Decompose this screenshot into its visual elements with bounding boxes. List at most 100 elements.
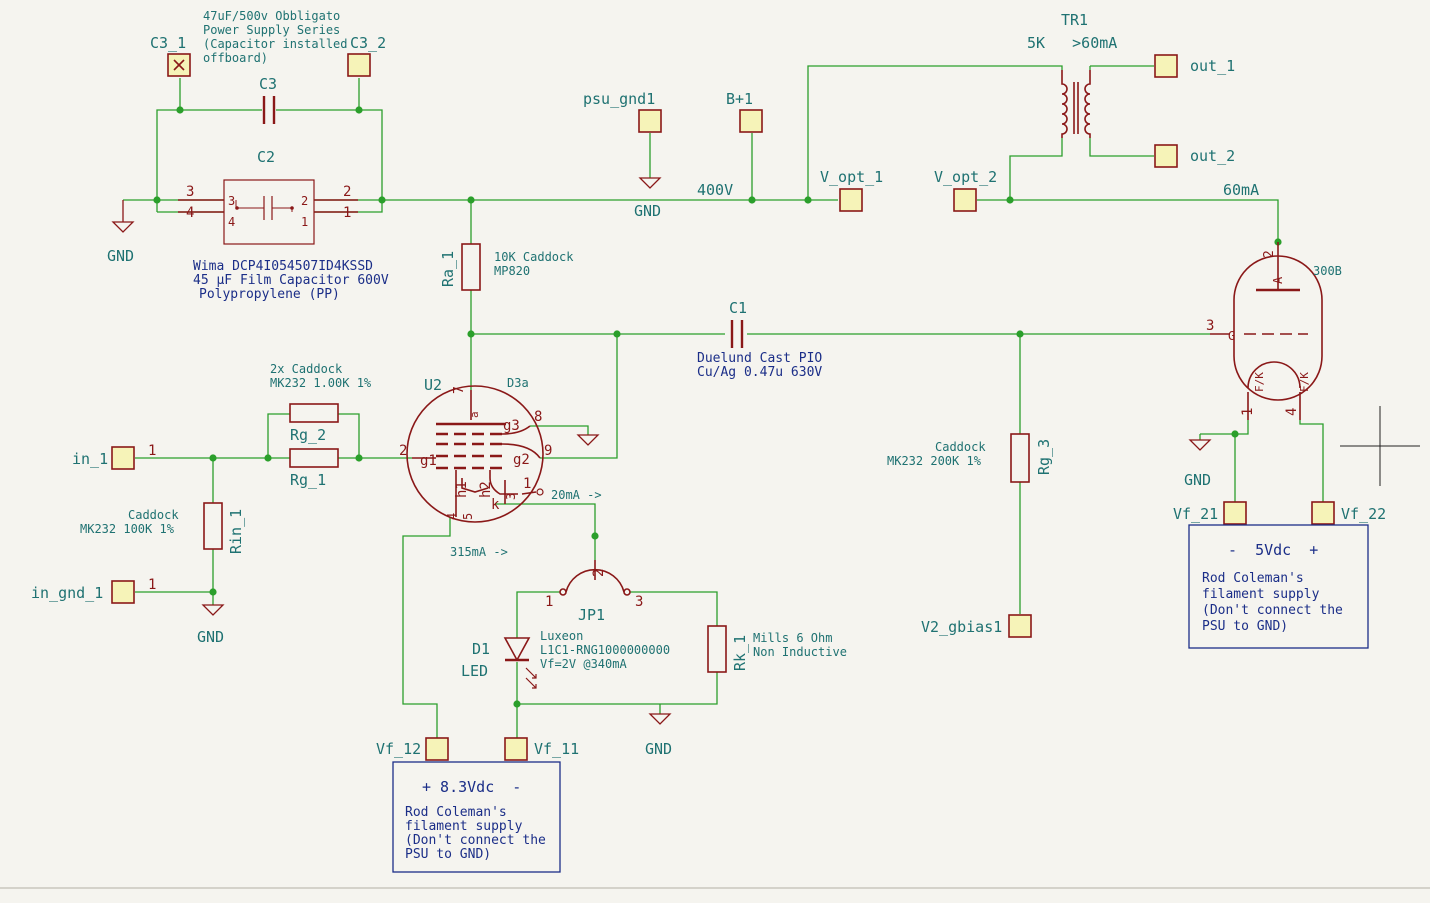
svg-text:MK232 200K 1%: MK232 200K 1% [887, 454, 982, 468]
component-ref: Ra_1 [439, 251, 457, 287]
tube-300b[interactable]: 300B 2 A 3 G 1 4 F/K F/K [1206, 242, 1342, 420]
connector-vf-12[interactable]: Vf_12 [376, 737, 449, 761]
connector-label: in_1 [72, 450, 108, 468]
svg-text:1: 1 [523, 476, 531, 492]
svg-text:A: A [1271, 276, 1285, 284]
svg-text:LED: LED [461, 662, 488, 680]
svg-text:2: 2 [343, 184, 351, 200]
svg-text:2: 2 [591, 569, 607, 577]
resistor-rin-1[interactable]: Rin_1 Caddock MK232 100K 1% [80, 502, 245, 554]
svg-text:8: 8 [534, 409, 542, 425]
svg-text:1: 1 [1240, 408, 1256, 416]
svg-text:Luxeon: Luxeon [540, 629, 583, 643]
svg-text:3: 3 [1206, 318, 1214, 334]
connector-label: C3_1 [150, 34, 186, 52]
component-ref: C2 [257, 148, 275, 166]
svg-text:10K Caddock: 10K Caddock [494, 250, 574, 264]
svg-text:F/K: F/K [1253, 372, 1266, 392]
crosshair-cursor-icon [1340, 406, 1420, 486]
svg-text:1: 1 [343, 205, 351, 221]
svg-text:GND: GND [634, 202, 661, 220]
resistor-rk-1[interactable]: Rk_1 Mills 6 Ohm Non Inductive [707, 625, 847, 673]
connector-label: out_2 [1190, 147, 1235, 165]
svg-text:3: 3 [186, 184, 194, 200]
connector-label: psu_gnd1 [583, 90, 655, 108]
svg-text:g1: g1 [420, 453, 437, 469]
svg-text:Power Supply Series: Power Supply Series [203, 23, 340, 37]
connector-c3-2[interactable]: C3_2 [347, 34, 386, 77]
svg-text:4: 4 [186, 205, 194, 221]
resistor-rg-1[interactable]: Rg_1 [289, 448, 339, 489]
svg-text:7: 7 [452, 386, 467, 394]
connector-psu-gnd1[interactable]: psu_gnd1 [583, 90, 662, 133]
connector-vf-22[interactable]: Vf_22 [1311, 501, 1386, 525]
svg-text:2: 2 [399, 443, 407, 459]
svg-text:F/K: F/K [1298, 372, 1311, 392]
capacitor-c1[interactable]: C1 Duelund Cast PIO Cu/Ag 0.47u 630V [697, 299, 822, 380]
svg-text:4: 4 [1284, 408, 1300, 416]
svg-text:GND: GND [107, 247, 134, 265]
connector-c3-1[interactable]: C3_1 [150, 34, 191, 77]
component-ref: TR1 [1061, 11, 1088, 29]
component-ref: Rin_1 [227, 509, 245, 554]
resistor-ra-1[interactable]: Ra_1 10K Caddock MP820 [439, 243, 574, 291]
resistor-rg-2[interactable]: Rg_2 [289, 403, 339, 444]
connector-v2-gbias1[interactable]: V2_gbias1 [921, 614, 1032, 638]
svg-text:h1: h1 [454, 481, 470, 498]
svg-text:offboard): offboard) [203, 51, 268, 65]
svg-text:Cu/Ag 0.47u 630V: Cu/Ag 0.47u 630V [697, 365, 822, 380]
capacitor-c2[interactable]: C2 3 4 2 1 3 4 2 1 Wima DCP4I054507ID4KS… [178, 148, 389, 302]
connector-vf-21[interactable]: Vf_21 [1173, 501, 1247, 525]
component-ref: Rk_1 [731, 635, 749, 671]
transformer-tr1[interactable]: TR1 5K >60mA [1027, 11, 1117, 138]
svg-text:2: 2 [301, 194, 308, 208]
connector-label: C3_2 [350, 34, 386, 52]
svg-text:h2: h2 [478, 481, 494, 498]
svg-text:D3a: D3a [507, 376, 529, 390]
connector-label: B+1 [726, 90, 753, 108]
svg-text:Wima DCP4I054507ID4KSSD: Wima DCP4I054507ID4KSSD [193, 259, 373, 274]
svg-text:1: 1 [148, 443, 156, 459]
connector-v-opt-1[interactable]: V_opt_1 [820, 168, 883, 212]
svg-text:g3: g3 [503, 418, 520, 434]
connector-in-1[interactable]: in_1 1 [72, 443, 156, 470]
svg-text:MK232 100K 1%: MK232 100K 1% [80, 522, 175, 536]
connector-label: Vf_21 [1173, 505, 1218, 523]
component-ref: D1 [472, 640, 490, 658]
junctions [153, 106, 1282, 708]
component-ref: C3 [259, 75, 277, 93]
connector-label: Vf_22 [1341, 505, 1386, 523]
filament-supply-5v: - 5Vdc + Rod Coleman's filament supply (… [1188, 524, 1369, 649]
connector-label: V_opt_1 [820, 168, 883, 186]
svg-text:PSU to GND): PSU to GND) [405, 847, 491, 862]
capacitor-c3[interactable]: C3 47uF/500v Obbligato Power Supply Seri… [203, 9, 348, 124]
svg-text:Rod Coleman's: Rod Coleman's [1202, 571, 1304, 586]
connector-in-gnd-1[interactable]: in_gnd_1 1 [31, 577, 156, 604]
svg-text:G: G [1228, 329, 1235, 343]
connector-vf-11[interactable]: Vf_11 [504, 737, 579, 761]
svg-text:Duelund Cast PIO: Duelund Cast PIO [697, 351, 822, 366]
component-ref: U2 [424, 376, 442, 394]
svg-text:1: 1 [148, 577, 156, 593]
component-ref: Rg_3 [1035, 439, 1053, 475]
connector-out-2[interactable]: out_2 [1154, 144, 1235, 168]
tube-u2[interactable]: U2 D3a a g3 g2 g1 h1 h2 k 7 8 9 2 1 4 5 … [399, 376, 552, 523]
svg-text:k: k [491, 497, 500, 513]
connector-b-plus1[interactable]: B+1 [726, 90, 763, 133]
jumper-jp1[interactable]: JP1 1 2 3 [545, 560, 643, 624]
connector-out-1[interactable]: out_1 [1154, 54, 1235, 78]
svg-text:PSU to GND): PSU to GND) [1202, 619, 1288, 634]
svg-text:Vf=2V @340mA: Vf=2V @340mA [540, 657, 627, 671]
connector-label: Vf_11 [534, 740, 579, 758]
current-20ma-label: 20mA -> [551, 488, 602, 502]
svg-text:(Don't connect the: (Don't connect the [1202, 603, 1343, 618]
svg-text:a: a [468, 411, 481, 418]
svg-text:1: 1 [545, 594, 553, 610]
component-ref: C1 [729, 299, 747, 317]
connector-v-opt-2[interactable]: V_opt_2 [934, 168, 997, 212]
supply-title: - 5Vdc + [1228, 541, 1318, 559]
led-d1[interactable]: D1 LED Luxeon L1C1-RNG1000000000 Vf=2V @… [461, 629, 670, 689]
resistor-rg-3[interactable]: Rg_3 Caddock MK232 200K 1% [887, 433, 1053, 483]
svg-text:5K >60mA: 5K >60mA [1027, 34, 1117, 52]
